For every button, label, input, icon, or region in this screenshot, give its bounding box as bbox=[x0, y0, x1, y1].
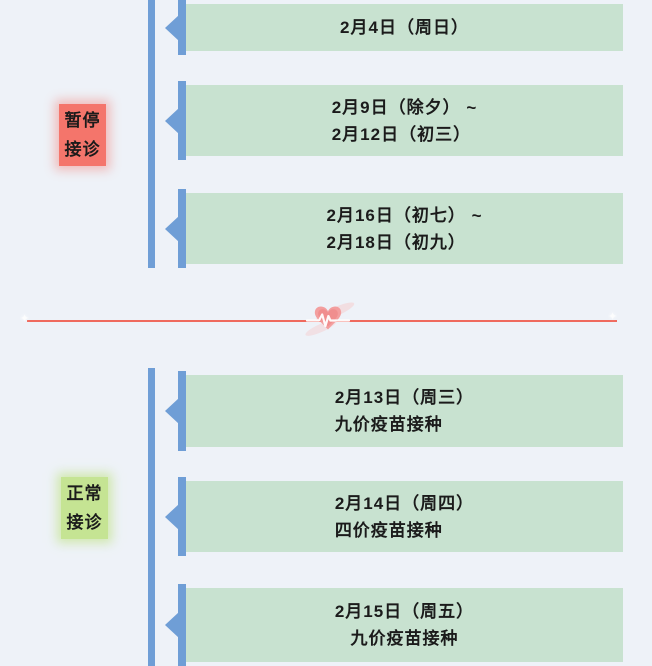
arrow-left-icon bbox=[165, 215, 179, 242]
arrow-left-icon bbox=[165, 398, 179, 424]
date-card: 2月13日（周三） 九价疫苗接种 bbox=[186, 375, 623, 447]
item-accent-bar bbox=[178, 189, 186, 268]
sparkle-icon: ✦ bbox=[608, 311, 618, 323]
date-card: 2月9日（除夕） ~ 2月12日（初三） bbox=[186, 85, 623, 156]
date-line: 2月16日（初七） ~ bbox=[326, 205, 483, 225]
schedule-item: 2月16日（初七） ~ 2月18日（初九） bbox=[165, 189, 623, 268]
timeline-trunk-top bbox=[148, 0, 155, 268]
date-card: 2月16日（初七） ~ 2月18日（初九） bbox=[186, 193, 623, 264]
item-accent-bar bbox=[178, 81, 186, 160]
date-card: 2月15日（周五） 九价疫苗接种 bbox=[186, 588, 623, 662]
section-label-normal: 正常 接诊 bbox=[61, 477, 108, 539]
item-accent-bar bbox=[178, 584, 186, 666]
sparkle-icon: ✦ bbox=[20, 313, 30, 325]
item-accent-bar bbox=[178, 371, 186, 451]
schedule-item: 2月4日（周日） bbox=[165, 0, 623, 55]
date-line: 2月15日（周五） bbox=[334, 602, 475, 621]
heart-ekg-icon bbox=[299, 295, 357, 345]
section-label-line: 正常 bbox=[66, 484, 103, 503]
date-line: 2月9日（除夕） ~ bbox=[331, 97, 478, 117]
date-card: 2月4日（周日） bbox=[186, 4, 623, 51]
arrow-left-icon bbox=[165, 107, 179, 134]
timeline-trunk-bottom bbox=[148, 368, 155, 666]
item-accent-bar bbox=[178, 477, 186, 556]
schedule-item: 2月13日（周三） 九价疫苗接种 bbox=[165, 371, 623, 451]
schedule-item: 2月9日（除夕） ~ 2月12日（初三） bbox=[165, 81, 623, 160]
date-line: 2月18日（初九） bbox=[326, 232, 466, 252]
section-label-suspended: 暂停 接诊 bbox=[59, 104, 106, 166]
arrow-left-icon bbox=[165, 503, 179, 530]
section-label-line: 暂停 bbox=[64, 111, 101, 130]
vaccine-line: 四价疫苗接种 bbox=[334, 520, 443, 540]
item-accent-bar bbox=[178, 0, 186, 55]
date-line: 2月4日（周日） bbox=[340, 18, 469, 37]
arrow-left-icon bbox=[165, 612, 179, 638]
date-line: 2月12日（初三） bbox=[331, 124, 472, 144]
date-card: 2月14日（周四） 四价疫苗接种 bbox=[186, 481, 623, 552]
section-label-line: 接诊 bbox=[64, 140, 101, 159]
date-line: 2月13日（周三） bbox=[334, 388, 475, 407]
schedule-item: 2月14日（周四） 四价疫苗接种 bbox=[165, 477, 623, 556]
arrow-left-icon bbox=[165, 14, 179, 41]
vaccine-line: 九价疫苗接种 bbox=[350, 629, 459, 648]
schedule-item: 2月15日（周五） 九价疫苗接种 bbox=[165, 584, 623, 666]
date-line: 2月14日（周四） bbox=[334, 493, 475, 513]
section-label-line: 接诊 bbox=[66, 513, 103, 532]
vaccine-line: 九价疫苗接种 bbox=[334, 415, 443, 434]
